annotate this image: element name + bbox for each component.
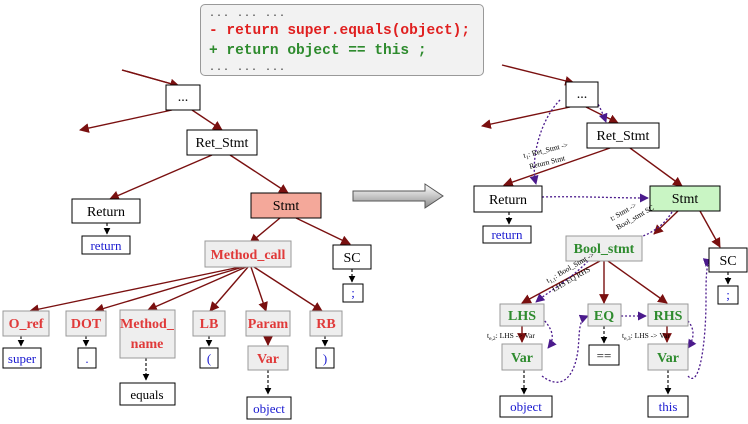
left-sc-token: ; bbox=[342, 283, 364, 303]
right-sc-token: ; bbox=[717, 285, 739, 305]
svg-text:this: this bbox=[659, 399, 678, 414]
svg-text:(: ( bbox=[207, 351, 211, 366]
right-boolstmt-node: Bool_stmt bbox=[565, 235, 643, 262]
svg-text:): ) bbox=[323, 351, 327, 366]
svg-text:EQ: EQ bbox=[594, 309, 614, 324]
edge-mc-oref bbox=[29, 266, 241, 314]
left-root-node: ... bbox=[165, 84, 201, 111]
svg-text:super: super bbox=[8, 351, 37, 366]
right-var-right-node: Var bbox=[647, 343, 689, 371]
svg-text:object: object bbox=[510, 399, 542, 414]
left-methodcall-node: Method_call bbox=[204, 240, 292, 268]
edge-mc-lb bbox=[209, 266, 249, 312]
svg-text:SC: SC bbox=[343, 251, 360, 266]
svg-text:Var: Var bbox=[511, 351, 533, 366]
left-super-token: super bbox=[2, 347, 42, 369]
right-return-node: Return bbox=[473, 185, 543, 213]
edge-retstmt-stmt bbox=[229, 154, 289, 194]
svg-text:...: ... bbox=[577, 87, 588, 102]
svg-text:name: name bbox=[131, 337, 164, 352]
left-object-token: object bbox=[246, 396, 292, 420]
svg-text:equals: equals bbox=[130, 387, 163, 402]
left-dot-node: DOT bbox=[65, 310, 107, 337]
edge-stmt-methodcall bbox=[249, 217, 281, 244]
svg-text:;: ; bbox=[351, 285, 355, 300]
left-lb-node: LB bbox=[192, 310, 226, 337]
svg-text:Return: Return bbox=[87, 205, 125, 220]
right-retstmt-node: Ret_Stmt bbox=[586, 122, 660, 149]
edge-mc-mname bbox=[147, 266, 247, 311]
edge-root-left bbox=[79, 109, 173, 133]
svg-text:DOT: DOT bbox=[71, 317, 102, 332]
edge-mc-rb bbox=[253, 266, 323, 312]
svg-text:Stmt: Stmt bbox=[273, 199, 300, 214]
svg-text:;: ; bbox=[726, 287, 730, 302]
left-var-node: Var bbox=[247, 345, 289, 371]
svg-text:RHS: RHS bbox=[654, 309, 683, 324]
code-context-top: ... ... ... bbox=[209, 9, 287, 20]
svg-text:==: == bbox=[597, 348, 612, 363]
svg-text:SC: SC bbox=[719, 254, 736, 269]
svg-text:LB: LB bbox=[200, 317, 219, 332]
svg-text:Return: Return bbox=[489, 193, 527, 208]
left-methodname-node: Method_ name bbox=[119, 309, 176, 359]
te2-label: te,2: LHS ->Var bbox=[487, 331, 535, 342]
svg-text:Ret_Stmt: Ret_Stmt bbox=[597, 129, 650, 144]
transform-arrow bbox=[352, 183, 444, 209]
svg-text:Stmt: Stmt bbox=[672, 192, 699, 207]
left-return-token: return bbox=[81, 235, 131, 255]
edge-root-retstmt bbox=[191, 109, 223, 131]
edge-retstmt-return bbox=[109, 154, 213, 201]
svg-text:Method_: Method_ bbox=[120, 317, 175, 332]
svg-text:RB: RB bbox=[316, 317, 335, 332]
svg-text:O_ref: O_ref bbox=[9, 317, 44, 332]
svg-text:...: ... bbox=[178, 90, 189, 105]
right-rhs-node: RHS bbox=[647, 303, 689, 327]
left-lb-token: ( bbox=[199, 347, 219, 369]
svg-text:LHS: LHS bbox=[508, 309, 536, 324]
left-rb-token: ) bbox=[315, 347, 335, 369]
svg-text:Bool_stmt: Bool_stmt bbox=[574, 242, 635, 257]
left-dot-token: . bbox=[77, 347, 97, 369]
edge-mc-param bbox=[250, 266, 268, 312]
svg-text:Var: Var bbox=[657, 351, 679, 366]
svg-text:Param: Param bbox=[248, 317, 289, 332]
svg-text:object: object bbox=[253, 401, 285, 416]
right-eq-node: EQ bbox=[587, 303, 622, 327]
code-removed-line: - return super.equals(object); bbox=[209, 23, 471, 39]
left-sc-node: SC bbox=[332, 244, 372, 270]
right-object-token: object bbox=[499, 395, 553, 418]
right-return-token: return bbox=[482, 225, 532, 244]
left-rb-node: RB bbox=[309, 310, 343, 337]
edge-mc-dot bbox=[94, 266, 244, 314]
svg-text:.: . bbox=[85, 351, 88, 366]
svg-text:return: return bbox=[491, 227, 523, 242]
svg-text:Var: Var bbox=[257, 352, 279, 367]
right-token-edges bbox=[505, 212, 732, 395]
right-eq-token: == bbox=[588, 344, 620, 366]
right-sc-node: SC bbox=[708, 247, 748, 273]
code-added-line: + return object == this ; bbox=[209, 43, 427, 59]
edge-stmt-sc bbox=[295, 217, 351, 245]
right-lhs-node: LHS bbox=[499, 303, 545, 327]
left-equals-token: equals bbox=[119, 382, 176, 406]
svg-text:return: return bbox=[90, 238, 122, 253]
svg-text:Ret_Stmt: Ret_Stmt bbox=[196, 136, 249, 151]
left-token-edges bbox=[17, 223, 356, 395]
code-diff-box: ... ... ... - return super.equals(object… bbox=[200, 4, 484, 76]
te3-label: te,3: LHS ->Var bbox=[622, 331, 670, 342]
right-this-token: this bbox=[647, 395, 689, 418]
left-retstmt-node: Ret_Stmt bbox=[186, 129, 258, 156]
right-root-node: ... bbox=[565, 81, 599, 108]
right-var-left-node: Var bbox=[501, 343, 543, 371]
code-context-bottom: ... ... ... bbox=[209, 63, 287, 74]
left-stmt-node: Stmt bbox=[250, 192, 322, 219]
right-stmt-node: Stmt bbox=[649, 185, 721, 212]
left-oref-node: O_ref bbox=[2, 310, 50, 337]
left-param-node: Param bbox=[245, 310, 291, 337]
svg-text:Method_call: Method_call bbox=[211, 248, 286, 263]
left-return-node: Return bbox=[71, 198, 141, 224]
